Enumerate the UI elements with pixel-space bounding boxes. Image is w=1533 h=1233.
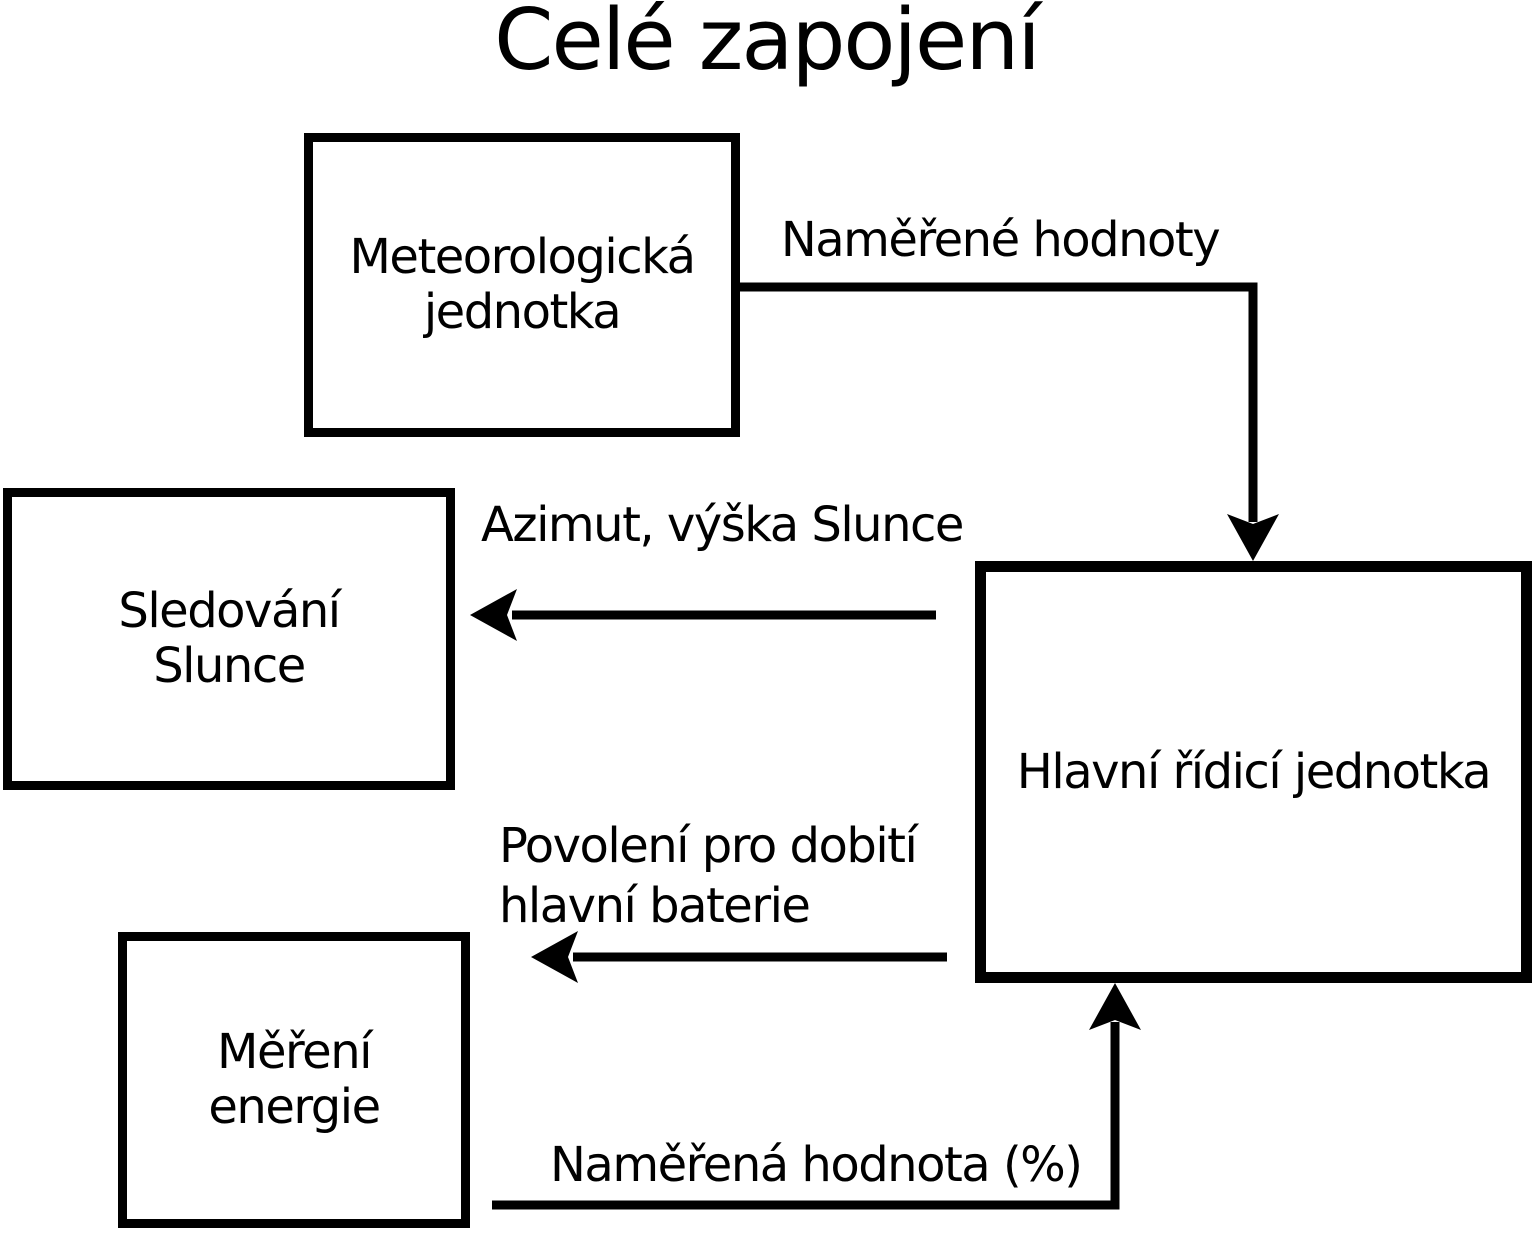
diagram-title: Celé zapojení (494, 0, 1041, 90)
box-meteorological-unit-label-line2: jednotka (423, 284, 622, 340)
arrow-azimuth-sun-height (470, 589, 936, 641)
edge-label-azimuth-sun-height: Azimut, výška Slunce (481, 497, 964, 553)
box-energy-measurement: Měření energie (118, 932, 470, 1228)
box-sun-tracking: Sledování Slunce (3, 488, 455, 790)
box-energy-measurement-label-line2: energie (208, 1079, 381, 1135)
box-main-control-unit: Hlavní řídicí jednotka (975, 561, 1532, 983)
box-sun-tracking-label-line1: Sledování (118, 583, 341, 639)
box-meteorological-unit: Meteorologická jednotka (304, 133, 740, 437)
edge-label-charge-permission-line1: Povolení pro dobití (499, 818, 918, 874)
box-sun-tracking-label-line2: Slunce (153, 638, 306, 694)
box-energy-measurement-label-line1: Měření (217, 1024, 372, 1080)
box-meteorological-unit-label-line1: Meteorologická (349, 229, 696, 285)
arrow-charge-permission (531, 931, 947, 983)
edge-label-measured-values: Naměřené hodnoty (780, 212, 1221, 268)
arrow-measured-percent (492, 983, 1141, 1210)
edge-label-charge-permission: Povolení pro dobití hlavní baterie (499, 816, 918, 936)
edge-label-measured-percent: Naměřená hodnota (%) (550, 1137, 1083, 1193)
box-main-control-unit-label: Hlavní řídicí jednotka (1016, 743, 1492, 800)
arrow-measured-values (738, 282, 1279, 561)
edge-label-charge-permission-line2: hlavní baterie (499, 878, 811, 934)
